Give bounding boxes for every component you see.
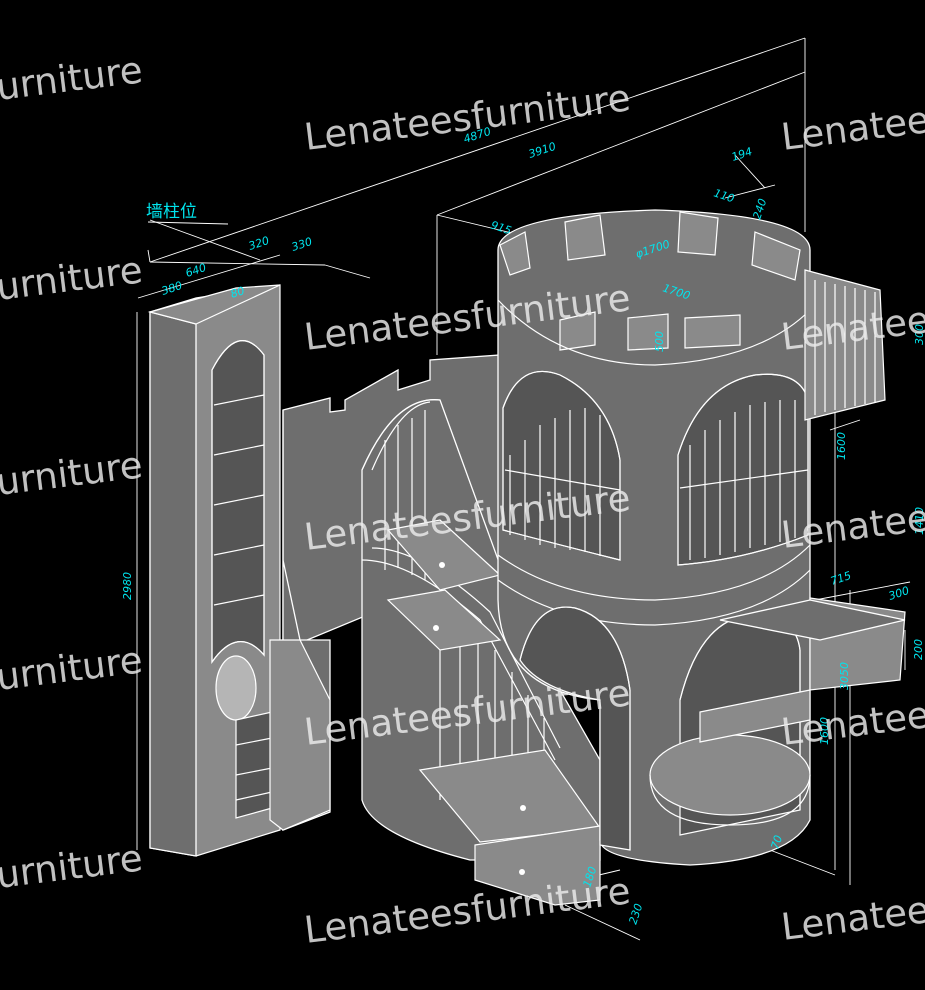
dim-right-a: 300	[913, 324, 925, 345]
watermark-text: Lenateesfurniture	[779, 76, 925, 159]
dim-lower-level: 1600	[818, 717, 831, 745]
dim-battlement-height: 500	[653, 331, 666, 352]
watermark-text-cut: urniture	[0, 443, 145, 504]
dim-top-block: 194	[730, 145, 754, 164]
dim-side-a: 715	[829, 569, 853, 588]
watermark-text-cut: urniture	[0, 836, 145, 897]
dim-side-b: 300	[887, 584, 911, 603]
dim-shelf-depth: 380	[160, 279, 184, 298]
watermark-text: Lenateesfurniture	[779, 866, 925, 949]
dim-inner-length: 3910	[527, 140, 558, 161]
right-balcony	[699, 269, 906, 743]
watermark-text-cut: urniture	[0, 248, 145, 309]
dim-tower-offset: 915	[489, 218, 513, 237]
balcony-balusters	[814, 280, 876, 415]
dim-wall-gap-a: 320	[247, 234, 271, 253]
dim-step-width: 180	[580, 865, 599, 889]
dim-base-offset: 70	[768, 834, 785, 851]
dim-step-depth: 230	[626, 902, 645, 926]
tower-railing	[504, 400, 809, 560]
watermark-text-cut: urniture	[0, 48, 145, 109]
dim-shelf-width: 640	[184, 261, 208, 280]
dim-upper-level: 1600	[835, 432, 848, 460]
watermark-text-cut: urniture	[0, 638, 145, 699]
wall-column-note-label: 墙柱位	[146, 202, 197, 222]
dim-right-b: 1410	[913, 507, 925, 535]
dim-top-height: 240	[750, 197, 769, 221]
wall-column-note: 墙柱位	[146, 202, 229, 225]
watermark-text: Lenateesfurniture	[302, 869, 633, 952]
tower-battlements	[499, 211, 801, 351]
dim-wall-gap-b: 330	[290, 235, 314, 254]
dim-top-small: 110	[712, 186, 736, 205]
watermark-text: Lenateesfurniture	[302, 76, 633, 159]
spiral-staircase	[361, 399, 602, 906]
bookshelf-tower	[147, 284, 281, 857]
dim-shelf-small: 80	[229, 284, 246, 301]
dim-shelf-height: 2980	[121, 572, 134, 600]
castle-tower	[497, 209, 811, 866]
dim-platform-height: 200	[912, 639, 925, 660]
dim-slide-length: 3050	[838, 662, 851, 690]
